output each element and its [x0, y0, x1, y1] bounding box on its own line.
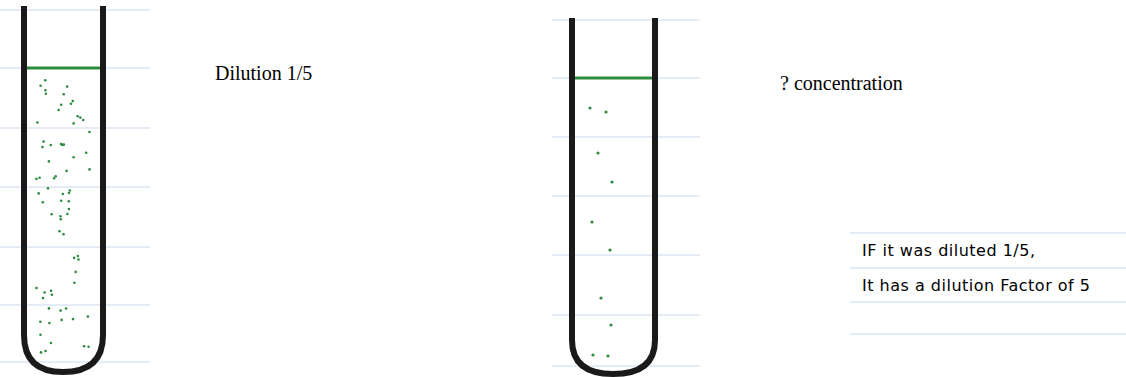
particle-dot: [77, 258, 80, 261]
particle-dot: [50, 342, 53, 345]
particle-dot: [50, 290, 53, 293]
dilution-label: Dilution 1/5: [215, 62, 312, 85]
test-tube: [572, 18, 655, 374]
particle-dot: [606, 354, 609, 357]
liquid-level: [26, 67, 101, 70]
particle-dot: [87, 345, 90, 348]
notebook-rule: [850, 268, 1126, 269]
particle-dot: [596, 151, 599, 154]
particle-dot: [610, 180, 613, 183]
particle-dot: [62, 233, 65, 236]
particle-dot: [590, 220, 593, 223]
particle-dot: [62, 93, 65, 96]
particle-dot: [82, 119, 85, 122]
particle-dot: [66, 85, 69, 88]
particle-dot: [604, 110, 607, 113]
particle-dot: [74, 271, 77, 274]
particle-dot: [85, 151, 88, 154]
particle-dot: [88, 131, 91, 134]
particle-dot: [609, 323, 612, 326]
particle-dot: [60, 218, 63, 221]
particle-dot: [88, 168, 91, 171]
particle-dot: [588, 106, 591, 109]
particle-dot: [45, 93, 48, 96]
particle-dot: [59, 309, 62, 312]
liquid-level: [574, 77, 653, 80]
particle-dot: [65, 170, 68, 173]
particle-dot: [87, 315, 90, 318]
particle-dot: [79, 116, 82, 119]
particle-dot: [47, 187, 50, 190]
particle-dot: [35, 178, 38, 181]
particle-dot: [608, 248, 611, 251]
particle-dot: [68, 192, 71, 195]
particle-dot: [42, 201, 45, 204]
particle-dot: [58, 230, 61, 233]
particle-dot: [70, 102, 73, 105]
notebook-rule: [0, 362, 150, 363]
particle-dot: [41, 146, 44, 149]
particle-dot: [72, 122, 75, 125]
particle-dot: [61, 144, 64, 147]
particle-dot: [72, 156, 75, 159]
particle-dot: [73, 281, 76, 284]
particle-dot: [37, 192, 40, 195]
particle-dot: [50, 144, 53, 147]
particle-dot: [76, 115, 79, 118]
concentration-label: ? concentration: [780, 72, 903, 95]
particle-dot: [591, 353, 594, 356]
particle-dot: [65, 307, 68, 310]
particle-dot: [68, 208, 71, 211]
notebook-rule: [850, 334, 1126, 335]
notebook-rule: [552, 366, 700, 367]
particle-dot: [72, 318, 75, 321]
particle-dot: [44, 89, 47, 92]
particle-dot: [69, 189, 72, 192]
notebook-rule: [850, 233, 1126, 234]
notebook-rules: [850, 233, 1126, 334]
particle-dots: [35, 79, 91, 354]
handwritten-note: It has a dilution Factor of 5: [862, 276, 1091, 295]
particle-dot: [68, 200, 71, 203]
particle-dot: [35, 287, 38, 290]
particle-dot: [36, 121, 39, 124]
particle-dot: [42, 297, 45, 300]
particle-dot: [39, 320, 42, 323]
handwritten-note: IF it was diluted 1/5,: [862, 241, 1036, 260]
particle-dot: [66, 213, 69, 216]
particle-dot: [39, 85, 42, 88]
particle-dot: [38, 177, 41, 180]
particle-dot: [57, 109, 60, 112]
particle-dot: [59, 215, 62, 218]
particle-dot: [62, 193, 65, 196]
particle-dot: [73, 257, 76, 260]
notebook-rule: [850, 302, 1126, 303]
particle-dot: [44, 79, 47, 82]
particle-dot: [51, 294, 54, 297]
particle-dot: [60, 200, 63, 203]
particle-dot: [40, 351, 43, 354]
particle-dot: [48, 322, 51, 325]
particle-dot: [44, 350, 47, 353]
particle-dot: [42, 140, 45, 143]
particle-dot: [53, 177, 56, 180]
test-tube: [24, 6, 103, 372]
particle-dot: [77, 255, 80, 258]
particle-dots: [588, 106, 613, 357]
particle-dot: [39, 333, 42, 336]
particle-dot: [599, 296, 602, 299]
particle-dot: [60, 104, 63, 107]
particle-dot: [43, 291, 46, 294]
particle-dot: [48, 307, 51, 310]
particle-dot: [72, 100, 75, 103]
particle-dot: [48, 160, 51, 163]
particle-dot: [60, 319, 63, 322]
particle-dot: [50, 213, 53, 216]
particle-dot: [83, 345, 86, 348]
